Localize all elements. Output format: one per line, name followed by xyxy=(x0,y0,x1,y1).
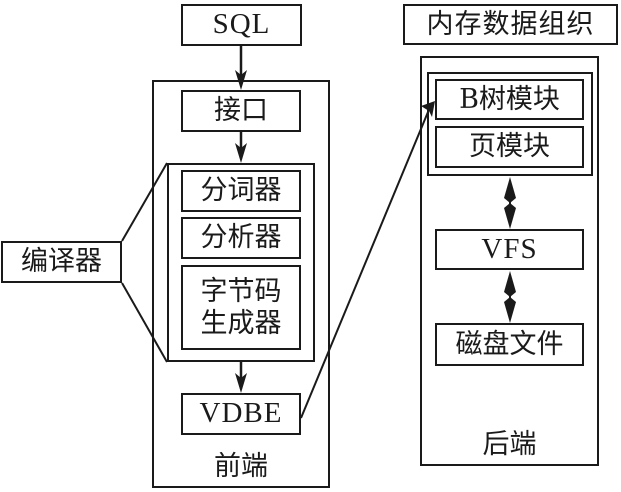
code-generator-line-2: 生成器 xyxy=(200,307,282,339)
memory-organization-header-box xyxy=(403,4,618,45)
parser-label: 分析器 xyxy=(200,222,282,254)
sql-label: SQL xyxy=(212,8,271,41)
parser-box xyxy=(181,217,301,259)
interface-label: 接口 xyxy=(214,95,268,127)
memory-group xyxy=(427,72,593,176)
code-generator-box xyxy=(181,265,301,350)
tokenizer-label: 分词器 xyxy=(200,175,282,207)
interface-box xyxy=(181,90,301,132)
page-module-label: 页模块 xyxy=(469,131,550,163)
disk-file-box xyxy=(435,323,584,366)
backend-title: 后端 xyxy=(482,429,537,460)
btree-module-box xyxy=(435,79,584,120)
backend-container xyxy=(420,56,599,466)
vdbe-box xyxy=(181,393,301,435)
disk-file-label: 磁盘文件 xyxy=(455,328,564,360)
memory-organization-header-label: 内存数据组织 xyxy=(426,8,595,40)
frontend-container xyxy=(152,80,330,488)
tokenizer-box xyxy=(181,170,301,212)
code-generator-label: 字节码 生成器 xyxy=(181,265,301,350)
frontend-title: 前端 xyxy=(214,451,268,482)
page-module-box xyxy=(435,126,584,168)
vfs-box xyxy=(435,229,584,270)
compiler-group xyxy=(167,163,315,362)
compiler-callout-box xyxy=(1,241,122,283)
code-generator-line-1: 字节码 xyxy=(200,276,282,308)
compiler-callout-label: 编译器 xyxy=(21,246,102,278)
vfs-label: VFS xyxy=(481,232,538,265)
sql-box xyxy=(181,4,302,46)
vdbe-label: VDBE xyxy=(199,397,283,430)
btree-module-label: B树模块 xyxy=(459,83,560,115)
